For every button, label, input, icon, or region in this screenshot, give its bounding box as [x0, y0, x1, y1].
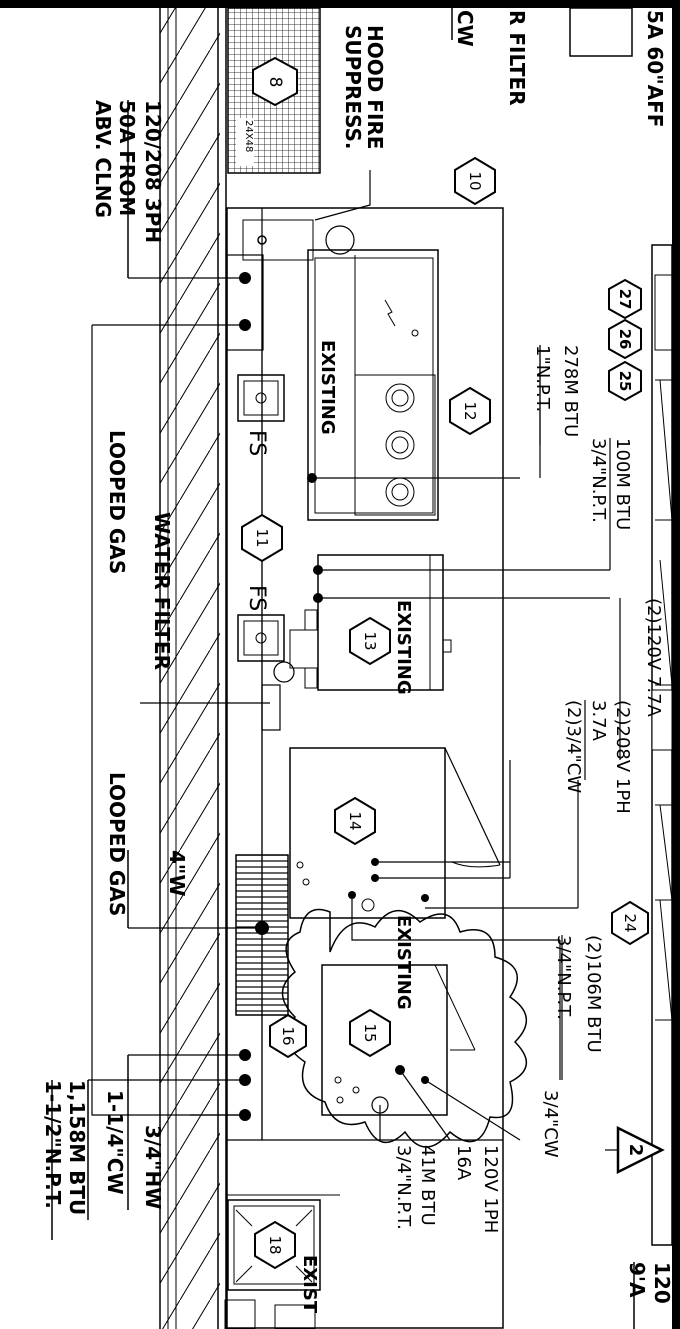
bottom-right-label-1: 120: [650, 1262, 674, 1304]
note-106-line1: (2)106M BTU: [583, 935, 604, 1053]
npt112-label: 1-1/2"N.P.T.: [41, 1080, 65, 1209]
svg-text:27: 27: [616, 289, 634, 310]
note-100-line2: 3/4"N.P.T.: [588, 438, 609, 523]
floor-sink-a: [237, 374, 285, 422]
looped-gas-label-b: LOOPED GAS: [105, 772, 129, 916]
svg-text:25: 25: [616, 371, 634, 392]
cw114-label: 1-1/4"CW: [103, 1090, 127, 1195]
revision-cloud: [281, 908, 527, 1148]
bottom-right-label-2: 9'A: [625, 1262, 649, 1298]
note-278-line1: 278M BTU: [560, 345, 581, 437]
note-208v-line2: 3.7A: [588, 700, 609, 742]
note-120v-line1: (2)120V 7.7A: [643, 598, 664, 718]
fs-label-a: FS: [244, 430, 269, 456]
power-label-3: ABV. CLNG: [91, 100, 115, 218]
power-label-2: 50A FROM: [115, 100, 139, 216]
tag-15: 15: [349, 1008, 391, 1058]
ceiling-grille: [227, 7, 321, 174]
svg-text:8: 8: [265, 77, 285, 88]
equipment-14: [289, 747, 501, 919]
top-right-box: [569, 7, 633, 57]
drain-label: 4"W: [165, 850, 189, 896]
btu1158-label: 1,158M BTU: [65, 1080, 89, 1215]
existing-label-18: EXIST: [299, 1255, 320, 1314]
tag-10: 10: [454, 156, 496, 206]
leader-lines: [88, 170, 618, 1151]
tag-16: 16: [269, 1013, 307, 1059]
tag-25: 25: [608, 360, 642, 402]
tag-18: 18: [254, 1220, 296, 1270]
wall-hatch: [159, 8, 227, 1329]
existing-label-12: EXISTING: [317, 340, 338, 435]
note-208v-line1: (2)208V 1PH: [612, 700, 633, 814]
svg-text:2: 2: [625, 1144, 646, 1157]
hood-outline: [226, 207, 504, 1329]
tag-24: 24: [611, 900, 649, 946]
filter-fragment-label: R FILTER: [505, 10, 529, 106]
tag-8: 8: [252, 56, 298, 107]
hood-fire-label-2: SUPPRESS.: [341, 25, 365, 150]
power-label-1: 120/208 3PH: [141, 100, 165, 243]
svg-text:18: 18: [266, 1235, 284, 1254]
equipment-15: [321, 964, 476, 1116]
cw-fragment-label: CW: [453, 10, 477, 47]
note-15-elec-1: 120V 1PH: [480, 1145, 501, 1233]
revision-triangle: 2: [616, 1125, 665, 1175]
window-frames: [651, 244, 673, 1246]
note-15-gas-1: 41M BTU: [417, 1145, 438, 1226]
note-100-line1: 100M BTU: [612, 438, 633, 530]
svg-text:10: 10: [466, 171, 484, 190]
existing-label-13: EXISTING: [393, 600, 414, 695]
equipment-18: [224, 1199, 321, 1329]
note-15-cw: 3/4"CW: [540, 1090, 561, 1158]
svg-text:24: 24: [621, 913, 639, 932]
fire-suppression-head: [242, 219, 355, 261]
tag-13: 13: [349, 616, 391, 666]
floor-sink-b: [237, 614, 285, 662]
looped-gas-label-a: LOOPED GAS: [105, 430, 129, 574]
tag-11: 11: [241, 513, 283, 563]
water-filter-label: WATER FILTER: [150, 512, 174, 670]
elec-60-label: 5A 60"AFF: [643, 10, 667, 127]
grille-size-label: 24X48: [243, 120, 254, 152]
note-278-line2: 1"N.P.T.: [532, 345, 553, 412]
tag-26: 26: [608, 318, 642, 360]
tag-27: 27: [608, 278, 642, 320]
svg-text:14: 14: [346, 811, 364, 830]
svg-text:15: 15: [361, 1023, 379, 1042]
svg-text:16: 16: [279, 1026, 297, 1045]
hood-fire-label-1: HOOD FIRE: [363, 25, 387, 149]
right-border: [672, 0, 680, 1329]
fs-label-b: FS: [244, 585, 269, 611]
note-15-elec-2: 16A: [453, 1145, 474, 1181]
tag-14: 14: [334, 796, 376, 846]
tag-12: 12: [449, 386, 491, 436]
range-equipment-12: [307, 249, 439, 521]
equipment-13: [261, 554, 452, 731]
svg-text:26: 26: [616, 329, 634, 350]
note-106-line2: 3/4"N.P.T.: [553, 935, 574, 1020]
svg-text:12: 12: [461, 401, 479, 420]
svg-text:11: 11: [253, 528, 271, 547]
hw-label: 3/4"HW: [141, 1125, 165, 1209]
existing-label-15: EXISTING: [393, 915, 414, 1010]
svg-text:13: 13: [361, 631, 379, 650]
top-border: [0, 0, 680, 8]
note-208v-line3: (2)3/4"CW: [563, 700, 584, 793]
note-15-gas-2: 3/4"N.P.T.: [393, 1145, 414, 1230]
